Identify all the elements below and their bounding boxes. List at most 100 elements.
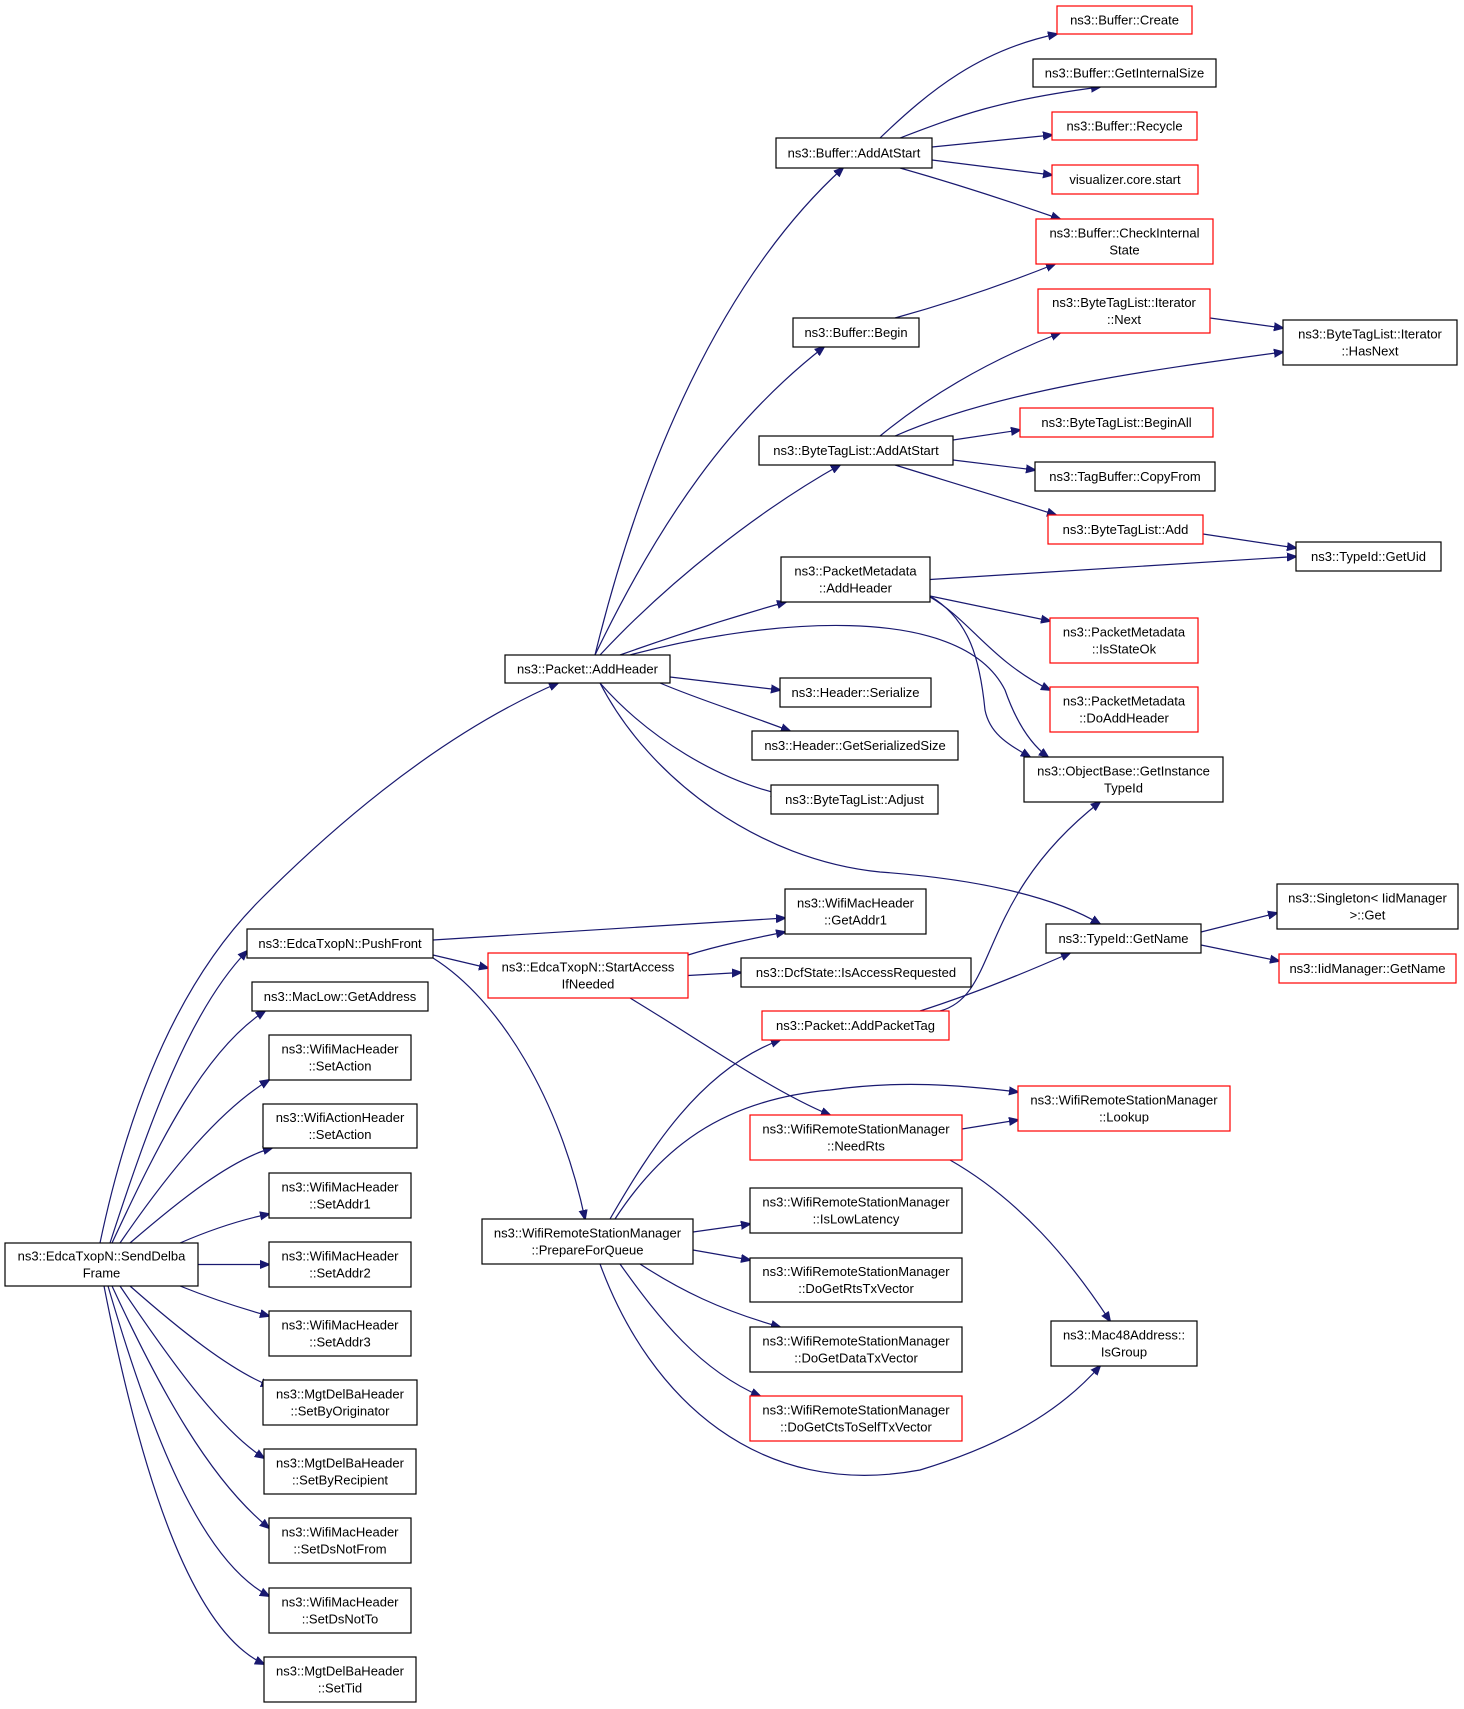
node-label: ns3::ByteTagList::Iterator (1298, 327, 1442, 342)
node-mgt_setbyoriginator[interactable]: ns3::MgtDelBaHeader::SetByOriginator (262, 1379, 418, 1426)
node-label: ns3::WifiMacHeader (281, 1318, 399, 1333)
node-wrsm_dogetdatatxvector[interactable]: ns3::WifiRemoteStationManager::DoGetData… (749, 1326, 963, 1373)
node-pm_isstateok[interactable]: ns3::PacketMetadata::IsStateOk (1049, 617, 1199, 664)
node-maclow_getaddress[interactable]: ns3::MacLow::GetAddress (251, 981, 429, 1012)
node-label: ns3::Singleton< IidManager (1288, 891, 1447, 906)
node-wrsm_islowlatency[interactable]: ns3::WifiRemoteStationManager::IsLowLate… (749, 1187, 963, 1234)
node-label: ns3::WifiMacHeader (281, 1249, 399, 1264)
node-box (4, 1242, 199, 1287)
node-btl_adjust[interactable]: ns3::ByteTagList::Adjust (770, 784, 939, 815)
node-label: ns3::MgtDelBaHeader (276, 1456, 405, 1471)
node-buffer_getinternalsize[interactable]: ns3::Buffer::GetInternalSize (1032, 58, 1217, 88)
node-label: ns3::MgtDelBaHeader (276, 1387, 405, 1402)
node-box (749, 1114, 963, 1161)
node-wmh_getaddr1[interactable]: ns3::WifiMacHeader::GetAddr1 (784, 888, 927, 935)
node-wah_setaction[interactable]: ns3::WifiActionHeader::SetAction (262, 1103, 418, 1149)
node-label: ns3::Buffer::Create (1070, 13, 1179, 28)
node-pm_addheader[interactable]: ns3::PacketMetadata::AddHeader (780, 556, 931, 603)
edge-buffer_addatstart-to-buffer_recycle (931, 135, 1052, 148)
node-btl_addatstart[interactable]: ns3::ByteTagList::AddAtStart (758, 435, 954, 466)
node-label: >::Get (1350, 908, 1386, 923)
node-dcf_isaccessrequested[interactable]: ns3::DcfState::IsAccessRequested (740, 957, 972, 988)
node-label: ns3::EdcaTxopN::PushFront (258, 936, 422, 951)
node-label: ::SetDsNotTo (302, 1612, 379, 1627)
node-label: visualizer.core.start (1069, 172, 1181, 187)
node-singleton_get[interactable]: ns3::Singleton< IidManager>::Get (1276, 883, 1459, 930)
edge-send_delba-to-wmh_setaction (119, 1080, 269, 1244)
node-label: ::IsLowLatency (813, 1212, 900, 1227)
node-iidmanager_getname[interactable]: ns3::IidManager::GetName (1278, 953, 1457, 984)
node-wmh_setdsnotto[interactable]: ns3::WifiMacHeader::SetDsNotTo (268, 1587, 412, 1634)
node-mgt_setbyrecipient[interactable]: ns3::MgtDelBaHeader::SetByRecipient (263, 1448, 417, 1495)
node-wmh_setaddr2[interactable]: ns3::WifiMacHeader::SetAddr2 (268, 1241, 412, 1288)
node-wrsm_lookup[interactable]: ns3::WifiRemoteStationManager::Lookup (1017, 1085, 1231, 1132)
node-btl_add[interactable]: ns3::ByteTagList::Add (1047, 514, 1204, 545)
node-wmh_setaction[interactable]: ns3::WifiMacHeader::SetAction (268, 1034, 412, 1081)
node-typeid_getuid[interactable]: ns3::TypeId::GetUid (1295, 541, 1442, 572)
edge-packet_addheader-to-buffer_addatstart (594, 168, 843, 656)
node-typeid_getname[interactable]: ns3::TypeId::GetName (1045, 923, 1202, 954)
node-box (1282, 319, 1458, 366)
node-wmh_setaddr3[interactable]: ns3::WifiMacHeader::SetAddr3 (268, 1310, 412, 1357)
node-mgt_settid[interactable]: ns3::MgtDelBaHeader::SetTid (263, 1656, 417, 1703)
node-box (1295, 541, 1442, 572)
node-box (1047, 514, 1204, 545)
node-wrsm_dogetrtstxvector[interactable]: ns3::WifiRemoteStationManager::DoGetRtsT… (749, 1257, 963, 1303)
node-label: ::SetAddr3 (309, 1335, 370, 1350)
node-label: ns3::IidManager::GetName (1289, 961, 1445, 976)
node-pm_doaddheader[interactable]: ns3::PacketMetadata::DoAddHeader (1049, 686, 1199, 733)
node-label: ns3::Packet::AddPacketTag (776, 1018, 935, 1033)
node-box (1050, 1320, 1198, 1367)
node-label: ::SetAction (309, 1059, 372, 1074)
node-label: ns3::Header::Serialize (792, 685, 920, 700)
node-box (263, 1448, 417, 1495)
node-header_serialize[interactable]: ns3::Header::Serialize (779, 677, 932, 708)
node-label: ns3::EdcaTxopN::StartAccess (502, 960, 675, 975)
node-box (246, 928, 434, 959)
node-label: ns3::WifiMacHeader (281, 1042, 399, 1057)
node-buffer_recycle[interactable]: ns3::Buffer::Recycle (1051, 111, 1198, 141)
node-label: ns3::WifiRemoteStationManager (494, 1226, 682, 1241)
node-wmh_setaddr1[interactable]: ns3::WifiMacHeader::SetAddr1 (268, 1172, 412, 1219)
node-box (1035, 218, 1214, 265)
node-buffer_begin[interactable]: ns3::Buffer::Begin (792, 317, 920, 348)
edge-send_delba-to-edca_pushfront (109, 951, 247, 1244)
node-label: ns3::WifiRemoteStationManager (762, 1403, 950, 1418)
edge-pm_addheader-to-pm_isstateok (929, 595, 1050, 621)
node-btl_beginall[interactable]: ns3::ByteTagList::BeginAll (1019, 407, 1214, 438)
node-edca_pushfront[interactable]: ns3::EdcaTxopN::PushFront (246, 928, 434, 959)
node-box (1051, 111, 1198, 141)
node-buffer_addatstart[interactable]: ns3::Buffer::AddAtStart (775, 137, 933, 169)
edge-packet_addheader-to-btl_addatstart (599, 465, 840, 656)
node-wrsm_dogetctstoselftxvector[interactable]: ns3::WifiRemoteStationManager::DoGetCtsT… (749, 1395, 963, 1442)
edge-send_delba-to-mgt_setbyoriginator (129, 1285, 270, 1386)
node-tagbuffer_copyfrom[interactable]: ns3::TagBuffer::CopyFrom (1034, 461, 1216, 492)
node-label: ns3::WifiRemoteStationManager (1030, 1093, 1218, 1108)
node-label: State (1109, 243, 1139, 258)
node-btl_iterator_hasnext[interactable]: ns3::ByteTagList::Iterator::HasNext (1282, 319, 1458, 366)
node-label: ::AddHeader (819, 581, 893, 596)
node-visualizer_core_start[interactable]: visualizer.core.start (1051, 164, 1199, 195)
node-box (749, 1187, 963, 1234)
node-label: ns3::ByteTagList::Adjust (785, 792, 924, 807)
node-buffer_create[interactable]: ns3::Buffer::Create (1056, 5, 1193, 35)
edge-wrsm_prepareforqueue-to-wrsm_lookup (614, 1083, 1018, 1220)
node-box (487, 952, 689, 999)
node-wrsm_prepareforqueue[interactable]: ns3::WifiRemoteStationManager::PrepareFo… (481, 1218, 694, 1265)
node-wmh_setdsnotfrom[interactable]: ns3::WifiMacHeader::SetDsNotFrom (268, 1517, 412, 1564)
node-wrsm_needrts[interactable]: ns3::WifiRemoteStationManager::NeedRts (749, 1114, 963, 1161)
edge-btl_addatstart-to-tagbuffer_copyfrom (952, 459, 1035, 470)
node-mac48_isgroup[interactable]: ns3::Mac48Address::IsGroup (1050, 1320, 1198, 1367)
node-packet_addheader[interactable]: ns3::Packet::AddHeader (504, 654, 671, 684)
node-label: ::NeedRts (827, 1139, 885, 1154)
node-packet_addpackettag[interactable]: ns3::Packet::AddPacketTag (761, 1010, 950, 1041)
node-box (251, 981, 429, 1012)
node-label: ::SetByOriginator (291, 1404, 391, 1419)
edge-send_delba-to-maclow_getaddress (111, 1011, 265, 1244)
node-header_getserializedsize[interactable]: ns3::Header::GetSerializedSize (751, 730, 959, 761)
node-btl_iterator_next[interactable]: ns3::ByteTagList::Iterator::Next (1037, 288, 1211, 334)
